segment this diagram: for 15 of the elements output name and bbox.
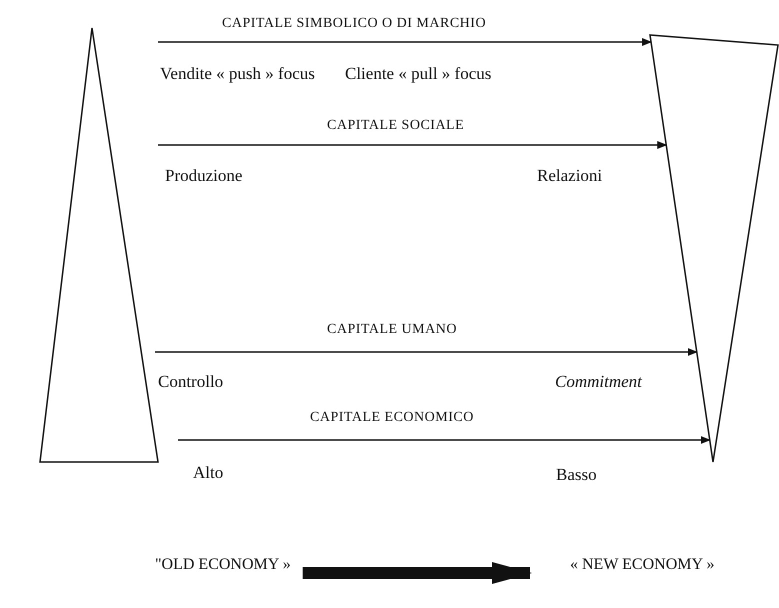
row-label: Relazioni xyxy=(537,166,602,186)
row-label: Commitment xyxy=(555,372,642,392)
row-label: Produzione xyxy=(165,166,242,186)
block-arrow xyxy=(302,562,532,584)
row-label: Basso xyxy=(556,465,597,485)
row-label: Cliente « pull » focus xyxy=(345,64,492,84)
row-label: Alto xyxy=(193,463,224,483)
arrow xyxy=(155,348,698,356)
economy-label: "OLD ECONOMY » xyxy=(155,556,291,574)
row-label: Controllo xyxy=(158,372,224,392)
row-label: Vendite « push » focus xyxy=(160,64,315,84)
arrow xyxy=(158,141,668,149)
economy-label: « NEW ECONOMY » xyxy=(570,556,714,574)
arrow xyxy=(178,436,711,444)
arrow xyxy=(158,38,652,46)
